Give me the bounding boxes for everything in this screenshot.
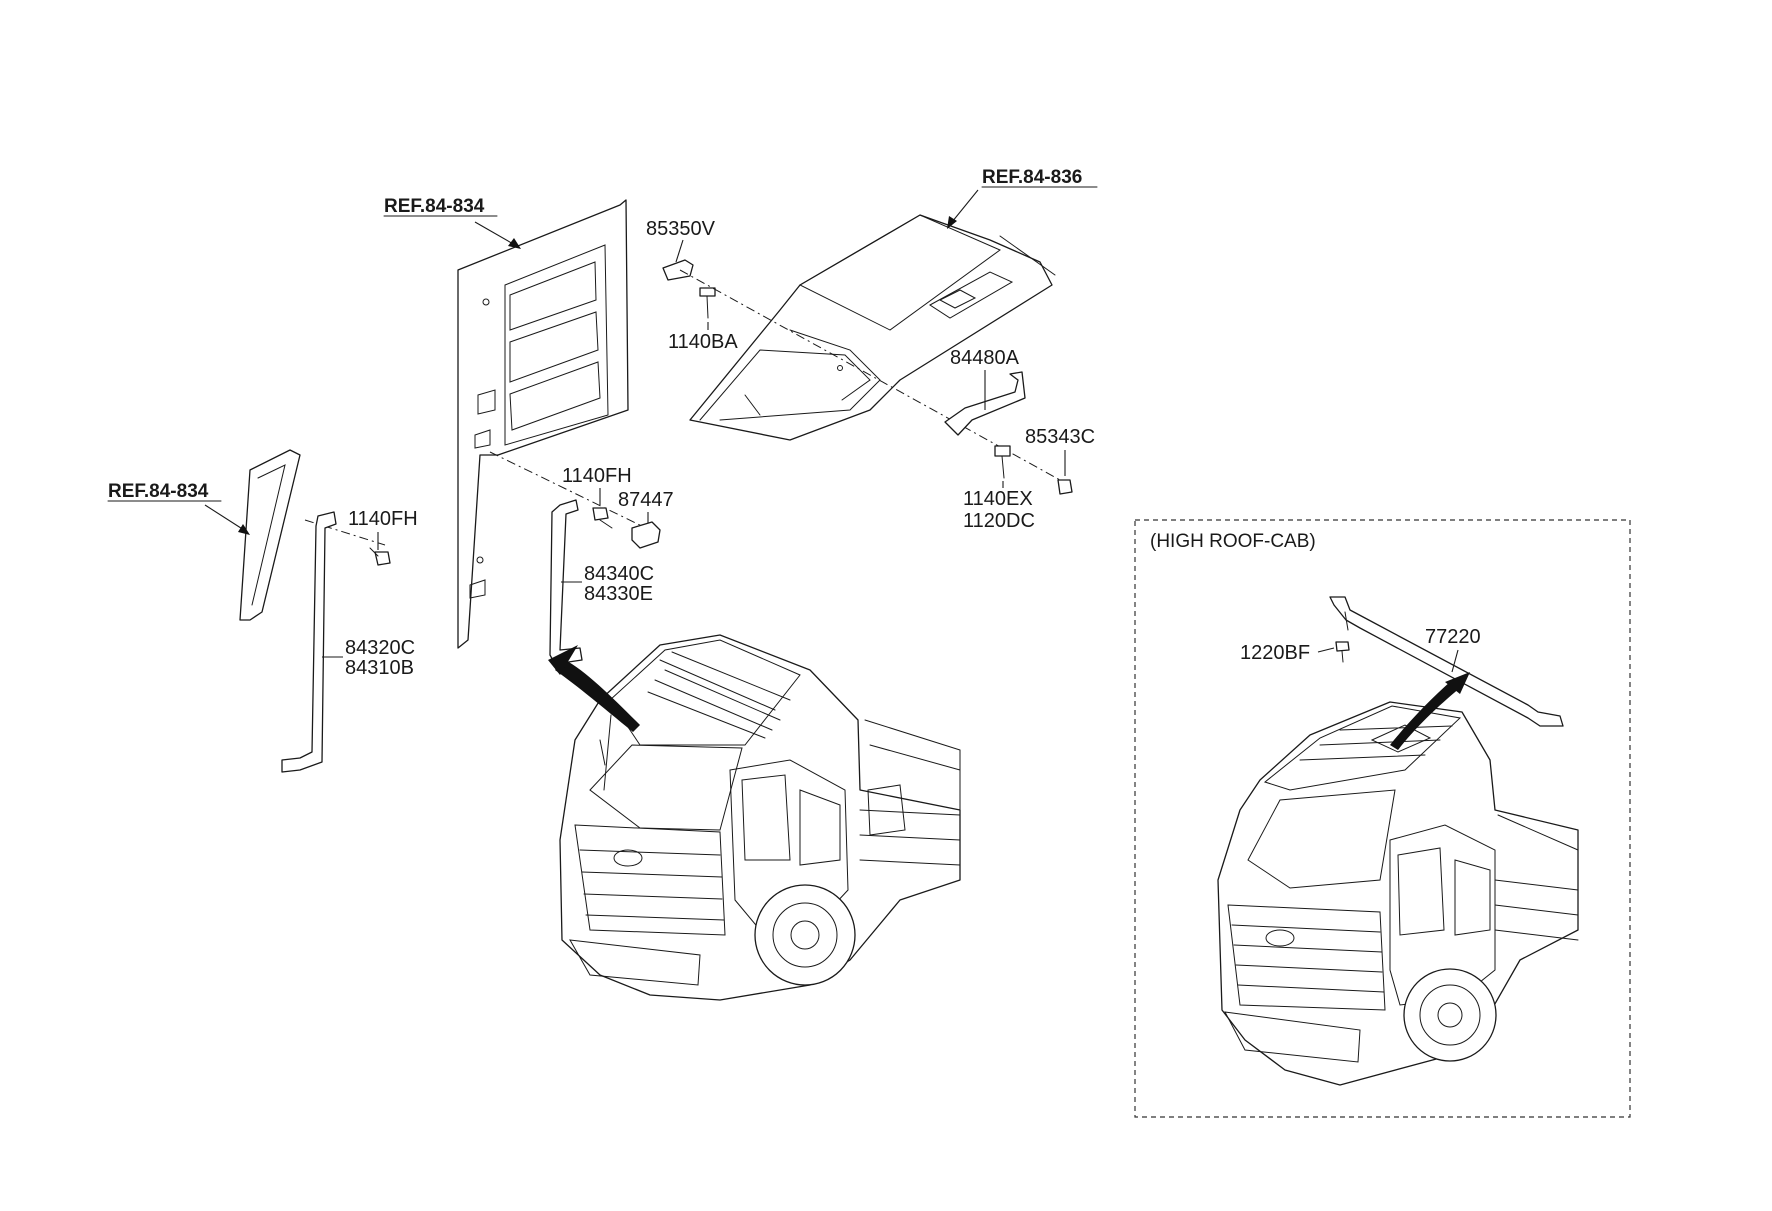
leader-1220BF: [1317, 647, 1335, 653]
label-84310B: 84310B: [345, 657, 414, 679]
ref-leader-left: [204, 504, 245, 531]
locator-arrow-head-main: [548, 645, 578, 675]
rear-wall-trim-panel: [457, 199, 629, 649]
label-77220: 77220: [1425, 626, 1481, 648]
locator-arrow-head-high-roof: [1445, 672, 1470, 694]
ref-arrow-left: [238, 524, 250, 535]
label-85350V: 85350V: [646, 218, 716, 240]
leader-77220: [1451, 649, 1459, 673]
ref-label-roof: REF.84-836: [982, 167, 1082, 188]
bracket-85350V: [662, 259, 694, 281]
inset-frame-high-roof: [1134, 519, 1631, 1118]
locator-arrow-high-roof: [1390, 680, 1460, 750]
grab-rail-84340C: [549, 499, 583, 665]
locator-arrow-main: [555, 660, 640, 732]
ref-label-upper: REF.84-834: [384, 196, 485, 217]
screw-1140BA: [699, 287, 716, 319]
ref-leader-roof: [951, 189, 979, 223]
label-84480A: 84480A: [950, 347, 1020, 369]
label-1220BF: 1220BF: [1240, 642, 1310, 664]
label-1120DC: 1120DC: [963, 510, 1035, 532]
roof-bracket-77220: [1329, 596, 1564, 727]
label-1140FH-left: 1140FH: [348, 508, 418, 530]
ref-leader-upper: [474, 221, 516, 246]
label-87447: 87447: [618, 489, 674, 511]
label-84330E: 84330E: [584, 583, 653, 605]
screw-1140FH-left: [369, 547, 391, 566]
screw-1140FH-mid: [592, 507, 613, 529]
label-1140EX: 1140EX: [963, 488, 1033, 510]
centerline-roof: [679, 269, 1061, 481]
cap-85343C: [1057, 479, 1073, 495]
truck-illustration-main: [559, 634, 961, 1001]
cover-87447: [631, 521, 661, 549]
ref-label-left: REF.84-834: [108, 481, 209, 502]
centerline-middle: [489, 451, 651, 531]
inset-title: (HIGH ROOF-CAB): [1150, 531, 1316, 552]
label-85343C: 85343C: [1025, 426, 1095, 448]
truck-illustration-high-roof: [1217, 701, 1579, 1086]
label-84340C: 84340C: [584, 563, 654, 585]
label-1140BA: 1140BA: [668, 331, 738, 353]
ref-arrow-upper: [508, 238, 521, 249]
screw-1220BF: [1335, 641, 1350, 663]
label-84320C: 84320C: [345, 637, 415, 659]
label-1140FH-mid: 1140FH: [562, 465, 632, 487]
grab-rail-84320C: [281, 511, 337, 773]
a-pillar-trim: [239, 449, 301, 621]
ref-arrow-roof: [947, 216, 957, 229]
leader-85350V: [675, 239, 684, 263]
screw-1140EX: [994, 445, 1011, 479]
